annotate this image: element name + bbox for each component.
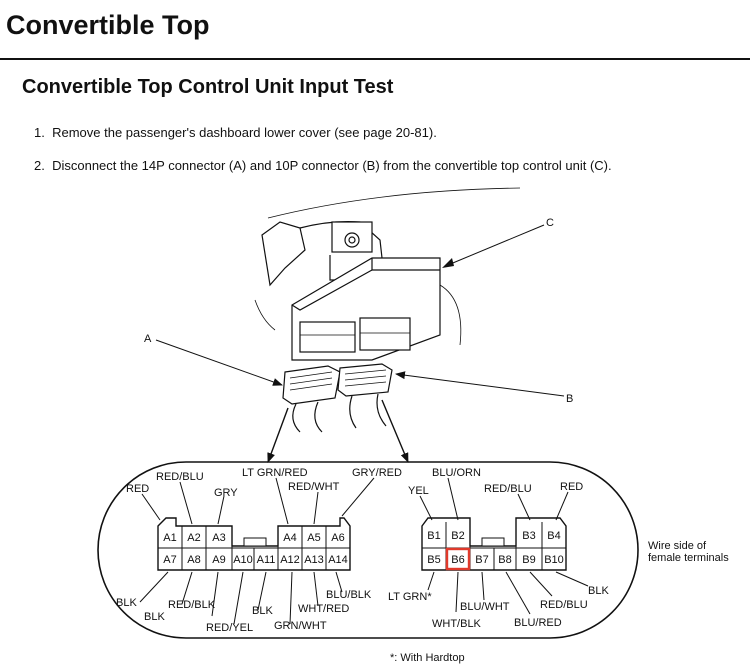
callout-line-a <box>155 339 283 386</box>
wire-label-b2: BLU/ORN <box>432 467 481 479</box>
pin-b9: B9 <box>522 554 535 566</box>
pin-b6: B6 <box>451 554 464 566</box>
pin-b1: B1 <box>427 530 440 542</box>
step-1: 1. Remove the passenger's dashboard lowe… <box>34 125 437 140</box>
footnote: *: With Hardtop <box>390 652 465 664</box>
wire-label-b4: RED <box>560 481 583 493</box>
wire-label-a14: BLU/BLK <box>326 589 372 601</box>
callout-a: A <box>144 333 152 345</box>
callout-line-c <box>447 224 545 266</box>
pin-b5: B5 <box>427 554 440 566</box>
page-title: Convertible Top <box>6 10 210 40</box>
pin-a2: A2 <box>187 532 200 544</box>
section-title: Convertible Top Control Unit Input Test <box>22 76 394 98</box>
connector-detail-oval <box>97 461 639 639</box>
wire-label-a10: RED/YEL <box>206 622 253 634</box>
wire-label-a9: BLK <box>144 611 165 623</box>
wire-label-b8: BLU/RED <box>514 617 562 629</box>
wire-label-b5: LT GRN* <box>388 591 432 603</box>
callout-line-b <box>395 371 565 397</box>
pin-a7: A7 <box>163 554 176 566</box>
pin-a14: A14 <box>328 554 348 566</box>
wire-label-b9: RED/BLU <box>540 599 588 611</box>
highlight-b6 <box>445 547 471 571</box>
callout-c: C <box>546 217 554 229</box>
control-unit-illustration <box>254 187 521 433</box>
callout-b: B <box>566 393 573 405</box>
wire-side-label-line-1: Wire side of <box>648 540 707 552</box>
pin-a4: A4 <box>283 532 296 544</box>
wire-label-b6: WHT/BLK <box>432 618 482 630</box>
wire-label-a7: BLK <box>116 597 137 609</box>
wire-label-a3: GRY <box>214 487 238 499</box>
wire-label-a11: BLK <box>252 605 273 617</box>
pin-a9: A9 <box>212 554 225 566</box>
wire-label-b10: BLK <box>588 585 609 597</box>
pin-b7: B7 <box>475 554 488 566</box>
wire-label-a4: LT GRN/RED <box>242 467 308 479</box>
arrow-to-connector-b <box>381 399 409 463</box>
pin-a6: A6 <box>331 532 344 544</box>
pin-a3: A3 <box>212 532 225 544</box>
wire-label-a8: RED/BLK <box>168 599 216 611</box>
pin-a1: A1 <box>163 532 176 544</box>
wire-label-a1: RED <box>126 483 149 495</box>
pin-b10: B10 <box>544 554 564 566</box>
step-2: 2. Disconnect the 14P connector (A) and … <box>34 158 612 173</box>
wire-side-label-line-2: female terminals <box>648 552 729 564</box>
wire-label-a13: WHT/RED <box>298 603 349 615</box>
title-divider <box>0 58 750 60</box>
arrow-to-connector-a <box>267 407 289 463</box>
pin-b4: B4 <box>547 530 560 542</box>
pin-b3: B3 <box>522 530 535 542</box>
connector-a-face <box>157 517 351 571</box>
pin-b8: B8 <box>498 554 511 566</box>
pin-a11: A11 <box>257 554 276 566</box>
pin-a5: A5 <box>307 532 320 544</box>
pin-a8: A8 <box>187 554 200 566</box>
wire-label-a5: RED/WHT <box>288 481 340 493</box>
pin-a13: A13 <box>304 554 324 566</box>
wire-label-a12: GRN/WHT <box>274 620 327 632</box>
wire-label-b7: BLU/WHT <box>460 601 510 613</box>
pin-b2: B2 <box>451 530 464 542</box>
wire-label-b1: YEL <box>408 485 429 497</box>
pin-a12: A12 <box>280 554 300 566</box>
wire-label-a6: GRY/RED <box>352 467 402 479</box>
pin-a10: A10 <box>233 554 253 566</box>
wire-label-a2: RED/BLU <box>156 471 204 483</box>
wire-label-b3: RED/BLU <box>484 483 532 495</box>
